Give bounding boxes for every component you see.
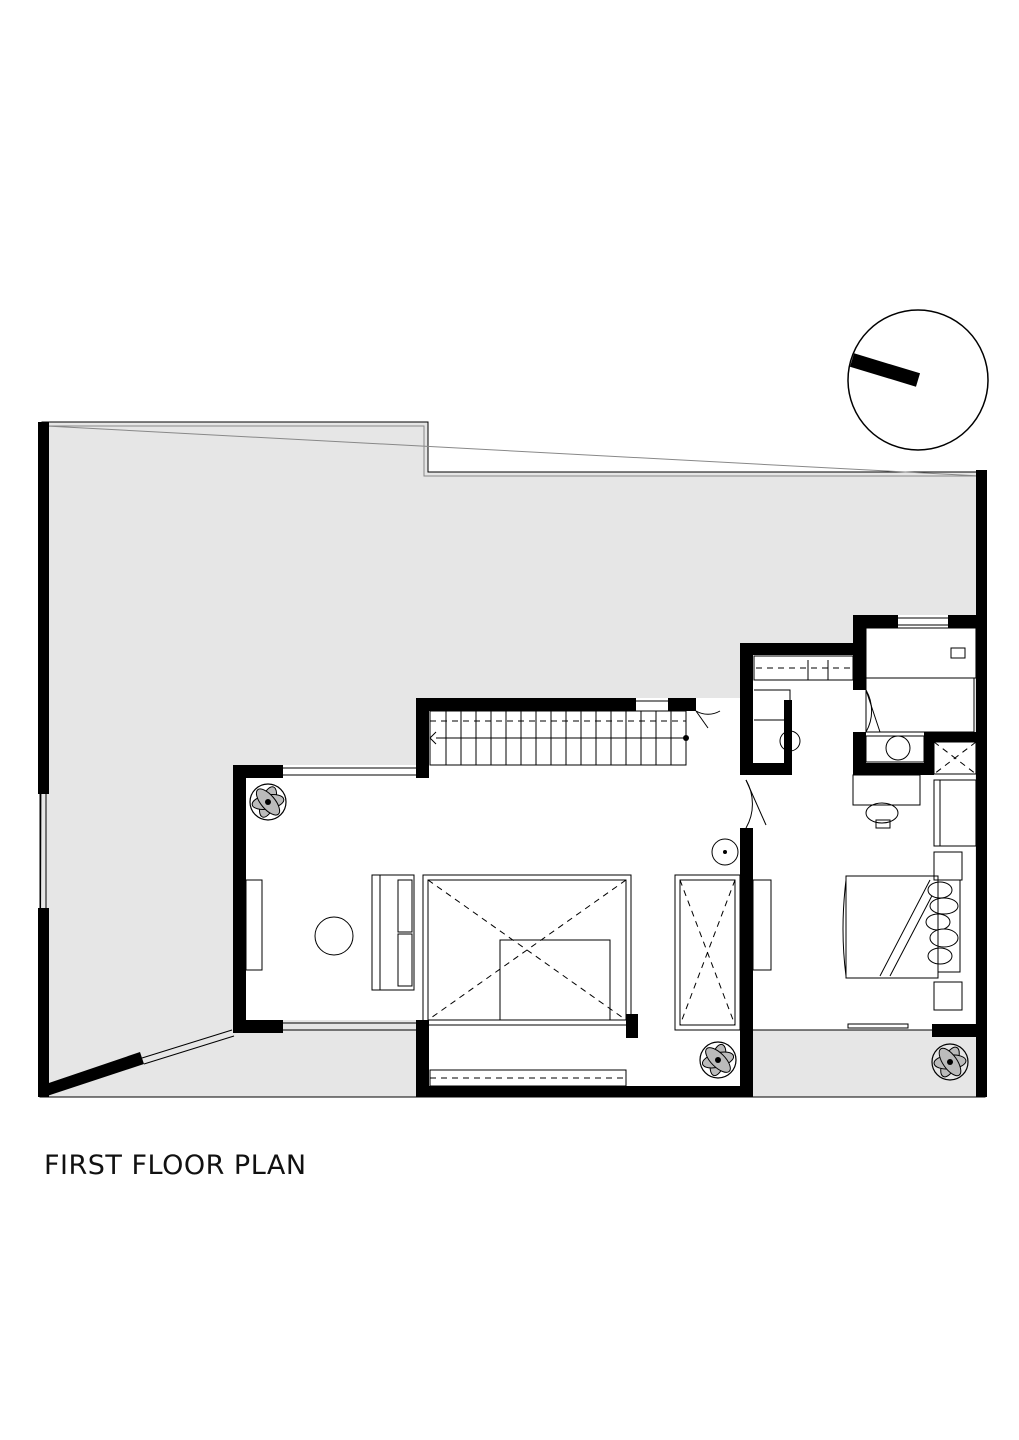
doors [695, 689, 881, 829]
living-room-furniture [245, 838, 739, 991]
potted-plant-icon [699, 1041, 737, 1079]
north-arrow-icon [847, 309, 989, 451]
potted-plant-icon [931, 1043, 969, 1081]
plan-title: FIRST FLOOR PLAN [44, 1150, 307, 1181]
staircase [429, 710, 689, 766]
bedroom-furniture [842, 774, 977, 1029]
potted-plant-icon [249, 783, 287, 821]
bath-fixtures [865, 627, 977, 775]
double-height-void [422, 874, 772, 1087]
walls [38, 422, 987, 1097]
powder-room-fixtures [753, 655, 854, 752]
